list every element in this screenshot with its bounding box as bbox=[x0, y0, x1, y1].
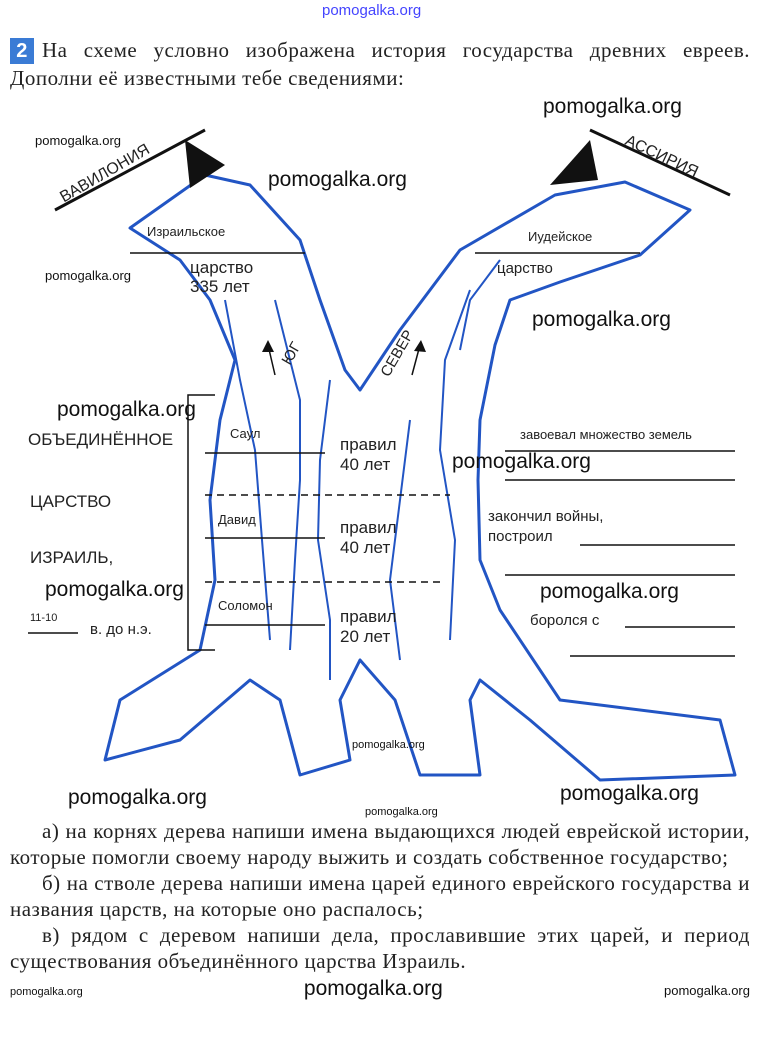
watermark: pomogalka.org bbox=[57, 398, 196, 421]
century-value: 11-10 bbox=[30, 612, 58, 624]
deed-david-1: закончил войны, bbox=[488, 508, 604, 525]
israel-kingdom: Израильское bbox=[147, 224, 226, 239]
king-solomon: Соломон bbox=[218, 598, 273, 613]
arrow-head-icon bbox=[262, 340, 274, 352]
united-label-1: ОБЪЕДИНЁННОЕ bbox=[28, 430, 174, 449]
david-years: 40 лет bbox=[340, 538, 391, 557]
watermark: pomogalka.org bbox=[452, 450, 591, 473]
saul-ruled: правил bbox=[340, 435, 397, 454]
united-label-2: ЦАРСТВО bbox=[30, 492, 112, 511]
israel-tsarstvo: царство bbox=[190, 258, 254, 277]
watermark: pomogalka.org bbox=[352, 739, 425, 751]
judah-kingdom: Иудейское bbox=[528, 229, 593, 244]
tree-vein bbox=[224, 299, 271, 641]
watermark-top: pomogalka.org bbox=[322, 2, 422, 19]
intro-text: На схеме условно изображена история госу… bbox=[10, 38, 750, 90]
israel-years: 335 лет bbox=[190, 277, 250, 296]
tree-vein bbox=[459, 259, 501, 351]
babylon-flag-icon bbox=[185, 140, 225, 188]
task-item-c: в) рядом с деревом напиши дела, прослави… bbox=[10, 923, 750, 973]
saul-years: 40 лет bbox=[340, 455, 391, 474]
watermark: pomogalka.org bbox=[543, 95, 682, 118]
judah-tsarstvo: царство bbox=[497, 260, 553, 277]
tree-vein bbox=[438, 289, 471, 641]
watermark: pomogalka.org bbox=[68, 786, 207, 809]
watermark: pomogalka.org bbox=[45, 578, 184, 601]
task-item-b: б) на стволе дерева напиши имена царей е… bbox=[10, 871, 750, 921]
century-suffix: в. до н.э. bbox=[90, 621, 152, 638]
watermark: pomogalka.org bbox=[532, 308, 671, 331]
solomon-ruled: правил bbox=[340, 607, 397, 626]
watermark: pomogalka.org bbox=[35, 133, 121, 148]
tree-vein bbox=[316, 379, 331, 680]
assyria-flag-icon bbox=[550, 140, 598, 185]
task-items: а) на корнях дерева напиши имена выдающи… bbox=[10, 818, 750, 1003]
king-saul: Саул bbox=[230, 426, 261, 441]
deed-david-2: построил bbox=[488, 528, 553, 545]
watermark: pomogalka.org bbox=[365, 806, 438, 818]
deed-saul: завоевал множество земель bbox=[520, 427, 692, 442]
task-number-badge: 2 bbox=[10, 38, 34, 64]
task-item-a: а) на корнях дерева напиши имена выдающи… bbox=[10, 819, 750, 869]
solomon-years: 20 лет bbox=[340, 627, 391, 646]
arrow-head-icon bbox=[414, 340, 426, 352]
deed-solomon: боролся с bbox=[530, 612, 600, 629]
tree-vein bbox=[274, 299, 301, 651]
watermark: pomogalka.org bbox=[45, 268, 131, 283]
watermark: pomogalka.org bbox=[663, 983, 750, 998]
babylon-border bbox=[54, 128, 206, 212]
tree-vein bbox=[388, 419, 411, 661]
united-label-3: ИЗРАИЛЬ, bbox=[30, 548, 114, 567]
watermark: pomogalka.org bbox=[560, 782, 699, 805]
tree-outline bbox=[103, 173, 737, 782]
watermark: pomogalka.org bbox=[268, 168, 407, 191]
watermark: pomogalka.org bbox=[303, 977, 443, 1000]
watermark: pomogalka.org bbox=[10, 986, 83, 998]
watermark: pomogalka.org bbox=[540, 580, 679, 603]
assyria-border bbox=[589, 128, 731, 197]
bottom-watermarks: pomogalka.org pomogalka.org pomogalka.or… bbox=[10, 978, 750, 1003]
king-david: Давид bbox=[218, 512, 256, 527]
united-bracket bbox=[187, 394, 215, 651]
david-ruled: правил bbox=[340, 518, 397, 537]
